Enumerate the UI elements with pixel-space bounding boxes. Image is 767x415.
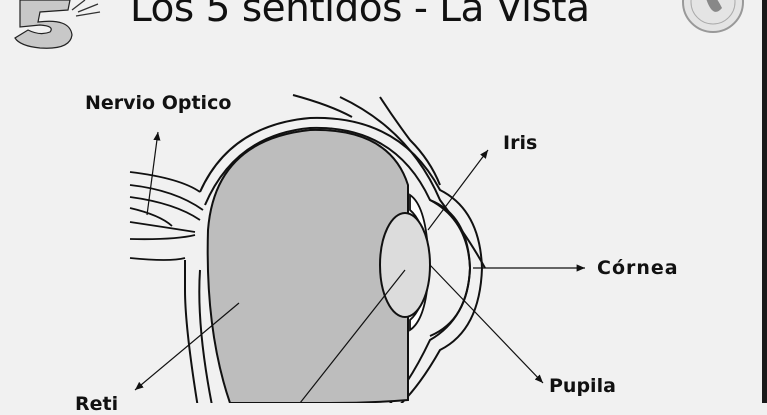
label-retina: Reti (75, 393, 119, 415)
optic-nerve-fibers (129, 171, 204, 261)
lens (379, 212, 431, 318)
optic-nerve-pointer (146, 131, 161, 216)
seal-logo (682, 0, 744, 33)
retina-pointer (134, 302, 240, 391)
eyelid-fold-2 (379, 96, 441, 186)
label-cornea: Córnea (597, 257, 679, 279)
right-border (762, 0, 767, 403)
page-title: Los 5 sentidos - La Vista (130, 0, 590, 31)
label-iris: Iris (503, 132, 538, 154)
label-pupil: Pupila (549, 375, 616, 397)
vitreous-body (206, 128, 409, 403)
lens-pointer (299, 269, 406, 403)
eye-diagram (14, 0, 744, 403)
eyelid-fold (339, 96, 486, 269)
eyelid-upper (292, 94, 353, 118)
iris-pointer (427, 149, 489, 231)
cornea (429, 199, 472, 337)
pupil-pointer (429, 264, 544, 384)
mascot-five-logo (14, 0, 101, 49)
label-optic-nerve: Nervio Optico (85, 92, 232, 114)
